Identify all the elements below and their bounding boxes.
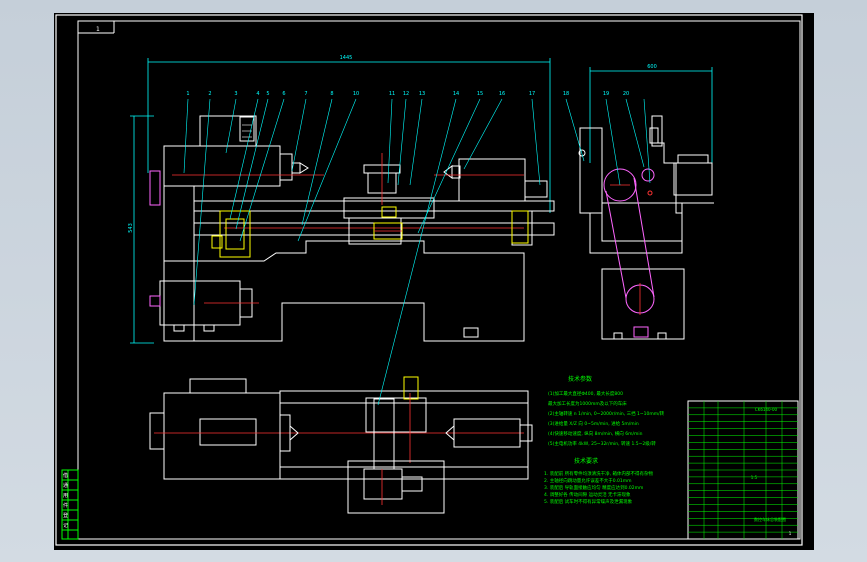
left-strip-label: 通 [63,482,68,489]
tech-param-line: (1)加工最大直径Φ400, 最大长度800 [548,390,623,397]
tech-req-line: 2. 主轴径向跳动量允许误差不大于0.01mm [544,477,632,484]
part-number-16: 16 [499,91,505,97]
left-strip-label: 登 [63,512,68,519]
drawing-frame: 1 [55,14,803,546]
tech-param-line: (2)主轴转速 n 1/min, 0~2000r/min, 三挡 1~10mm/… [548,410,665,417]
part-number-7: 7 [304,91,307,97]
title-block-drawing-name: 数控车床总装配图 [754,516,786,522]
technical-parameters: 技术参数 (1)加工最大直径Φ400, 最大长度800 最大加工长度为1000mm… [548,375,665,447]
part-number-10: 10 [353,91,359,97]
tech-params-title: 技术参数 [568,375,592,383]
left-strip-label: 用 [63,493,68,499]
part-number-6: 6 [282,91,285,97]
part-number-1: 1 [186,91,189,97]
left-strip-label: 件 [63,502,68,509]
tech-req-line: 5. 装配后 试车时不得有异常噪声及泄漏现象 [544,498,633,505]
part-number-14: 14 [453,91,459,97]
part-number-17: 17 [529,91,535,97]
part-number-3: 3 [234,91,237,97]
top-view [149,376,533,514]
tech-param-line: (4)快速移动速度, 纵向 8m/min, 横向 6m/min [548,430,643,437]
dimension-lines [130,58,713,344]
title-block: CK6140-00 数控车床总装配图 1:5 1 [687,400,799,540]
front-view [149,115,555,342]
dimension-overall-length: 1445 [340,55,353,61]
part-number-2: 2 [208,91,211,97]
tech-param-line: (5)主电机功率 4kW, 25~32r/min, 转速 1.5~2级/转 [548,440,656,447]
title-block-scale: 1:5 [751,475,758,480]
title-block-sheet: 1 [789,531,792,536]
tech-req-line: 1. 装配前 所有零件均须清洗干净, 箱体内部不得有杂物 [544,470,654,477]
tech-param-line: 最大加工长度为1000mm及以下的车床 [548,400,627,407]
part-number-12: 12 [403,91,409,97]
part-number-20: 20 [623,91,629,97]
tech-req-title: 技术要求 [574,457,598,465]
part-number-15: 15 [477,91,483,97]
dimension-height: 543 [128,223,134,233]
part-number-8: 8 [330,91,333,97]
part-number-19: 19 [603,91,609,97]
part-number-13: 13 [419,91,425,97]
tech-param-line: (3)进给量 X/Z 向 0~5m/min, 进给 5m/min [548,420,639,427]
part-number-4: 4 [256,91,259,97]
dimension-side-width: 600 [647,64,657,70]
part-leader-lines [183,98,651,406]
left-strip-label: 记 [63,522,68,529]
frame-tab-number: 1 [96,26,100,33]
part-number-18: 18 [563,91,569,97]
tech-req-line: 4. 调整好各 传动间隙 运动灵活 无卡滞现象 [544,491,631,498]
part-number-5: 5 [266,91,269,97]
drawing-viewport[interactable]: 1 借通用件登记 [54,13,814,550]
title-block-drawing-no: CK6140-00 [755,407,778,412]
left-strip-label: 借 [63,472,68,479]
part-number-11: 11 [389,91,395,97]
tech-req-line: 3. 装配后 导轨面接触应均匀 精度应达到0.02mm [544,484,643,491]
side-view [578,115,714,340]
